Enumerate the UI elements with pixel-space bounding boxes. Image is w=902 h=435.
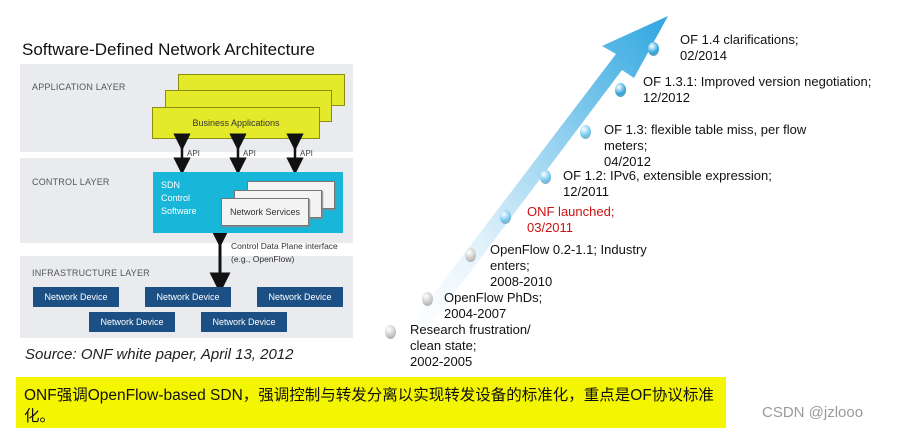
network-device-label: Network Device — [100, 317, 164, 327]
timeline-arrow — [372, 16, 668, 352]
milestone-marker-8 — [648, 42, 659, 56]
network-device-5: Network Device — [201, 312, 287, 332]
milestone-marker-5 — [540, 170, 551, 184]
network-device-3: Network Device — [257, 287, 343, 307]
note-highlight — [16, 377, 726, 428]
api-label-3: API — [300, 149, 313, 158]
network-device-label: Network Device — [212, 317, 276, 327]
network-services-label: Network Services — [229, 207, 301, 217]
network-device-label: Network Device — [268, 292, 332, 302]
infrastructure-layer-label: INFRASTRUCTURE LAYER — [32, 268, 150, 278]
milestone-text-5: OF 1.2: IPv6, extensible expression; 12/… — [563, 168, 772, 199]
milestone-marker-6 — [580, 125, 591, 139]
milestone-text-1: Research frustration/ clean state; 2002-… — [410, 322, 531, 369]
milestone-marker-2 — [422, 292, 433, 306]
sdn-control-software-label: SDN Control Software — [161, 180, 197, 216]
network-device-label: Network Device — [44, 292, 108, 302]
arrows-svg — [173, 133, 304, 294]
control-layer-label: CONTROL LAYER — [32, 177, 110, 187]
network-device-4: Network Device — [89, 312, 175, 332]
timeline-arrow-svg — [372, 16, 668, 352]
milestone-text-7: OF 1.3.1: Improved version negotiation; … — [643, 74, 872, 105]
milestone-text-6: OF 1.3: flexible table miss, per flow me… — [604, 122, 807, 169]
application-layer-label: APPLICATION LAYER — [32, 82, 126, 92]
api-label-1: API — [187, 149, 200, 158]
architecture-title: Software-Defined Network Architecture — [22, 40, 315, 59]
milestone-marker-4 — [500, 210, 511, 224]
note-text: ONF强调OpenFlow-based SDN，强调控制与转发分离以实现转发设备… — [24, 387, 714, 425]
api-label-2: API — [243, 149, 256, 158]
milestone-marker-7 — [615, 83, 626, 97]
network-device-1: Network Device — [33, 287, 119, 307]
network-device-label: Network Device — [156, 292, 220, 302]
milestone-marker-3 — [465, 248, 476, 262]
network-device-2: Network Device — [145, 287, 231, 307]
control-data-plane-label: Control Data Plane interface (e.g., Open… — [231, 241, 338, 264]
network-services-box: Network Services — [221, 198, 309, 226]
milestone-text-3: OpenFlow 0.2-1.1; Industry enters; 2008-… — [490, 242, 647, 289]
milestone-marker-1 — [385, 325, 396, 339]
milestone-text-8: OF 1.4 clarifications; 02/2014 — [680, 32, 799, 63]
milestone-text-4: ONF launched; 03/2011 — [527, 204, 615, 235]
source-caption: Source: ONF white paper, April 13, 2012 — [25, 346, 294, 363]
business-applications-label: Business Applications — [192, 118, 280, 128]
milestone-text-2: OpenFlow PhDs; 2004-2007 — [444, 290, 543, 321]
watermark: CSDN @jzlooo — [762, 404, 864, 421]
